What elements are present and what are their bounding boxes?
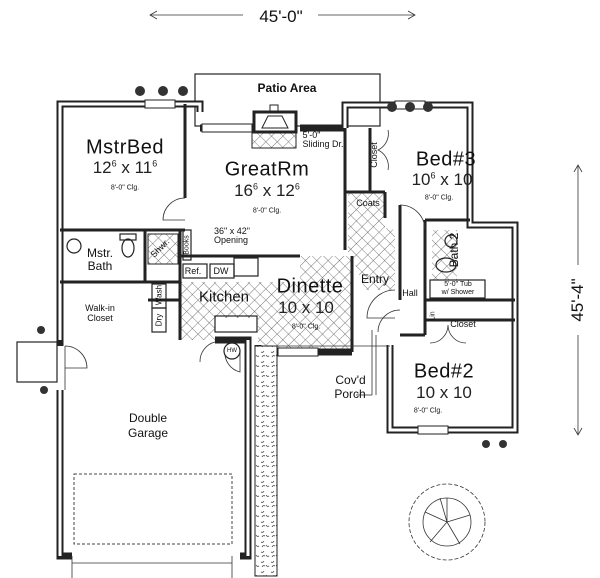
overall-width-label: 45'-0" [259,7,303,26]
water-heater-label: HW [227,348,237,354]
garage-door-outline [73,473,233,545]
overall-depth-label: 45'-4" [568,278,587,322]
stone-walkway [254,345,278,577]
patio-label: Patio Area [257,81,317,95]
master-bed-dimensions: 126 x 116 [92,158,158,177]
kitchen-fixtures [151,229,259,333]
dinette-dimensions: 10 x 10 [278,298,334,317]
bed2-label: Bed#2 [413,360,475,383]
washer-label: Wash [154,284,164,306]
dryer-label: Dry [154,313,164,327]
great-room-dimensions: 166 x 126 [234,181,300,200]
entry-tile [348,192,395,290]
closet-bed2-label: Closet [450,319,476,329]
interior-walls [60,104,515,352]
dishwasher-label: DW [213,266,229,276]
refrigerator-label: Ref. [184,266,202,276]
bath-fixtures [66,233,486,299]
tree [408,483,486,561]
great-room-ceiling: 8'-0" Clg. [252,207,282,215]
closet-bed3-label: Closet [369,142,379,168]
great-room-label: GreatRm [224,158,310,181]
bed3-label: Bed#3 [415,148,477,171]
bath2-label: Bath 2 [447,232,461,268]
master-bed-ceiling: 8'-0" Clg. [110,184,140,192]
master-bed-label: MstrBed [86,136,164,159]
opening-label: 36" x 42"Opening [214,226,250,245]
bed3-ceiling: 8'-0" Clg. [424,194,454,202]
books-label: Books [183,235,191,255]
kitchen-label: Kitchen [198,288,250,306]
bed2-ceiling: 8'-0" Clg. [413,407,443,415]
bed2-dimensions: 10 x 10 [416,383,472,402]
sliding-door-label: 5'-0"Sliding Dr. [302,130,344,149]
water-heater [223,342,241,360]
fireplace [252,104,298,134]
shrubs [37,86,507,448]
coats-closet-label: Coats [356,198,380,208]
dinette-label: Dinette [276,275,344,298]
linen-label: Lin [429,311,437,321]
depth-dimension-line [573,164,583,436]
shower-tile [147,233,179,265]
kitchen-dinette-tile [180,256,352,352]
bed3-dimensions: 106 x 10 [411,170,473,189]
dinette-ceiling: 8'-0" Clg. [291,323,321,331]
entry-label: Entry [360,272,390,286]
master-bath-label: Mstr.Bath [87,246,113,273]
hall-label: Hall [402,288,418,298]
door-swings [64,129,467,390]
side-stoop [16,341,58,383]
width-dimension-line [149,10,416,20]
